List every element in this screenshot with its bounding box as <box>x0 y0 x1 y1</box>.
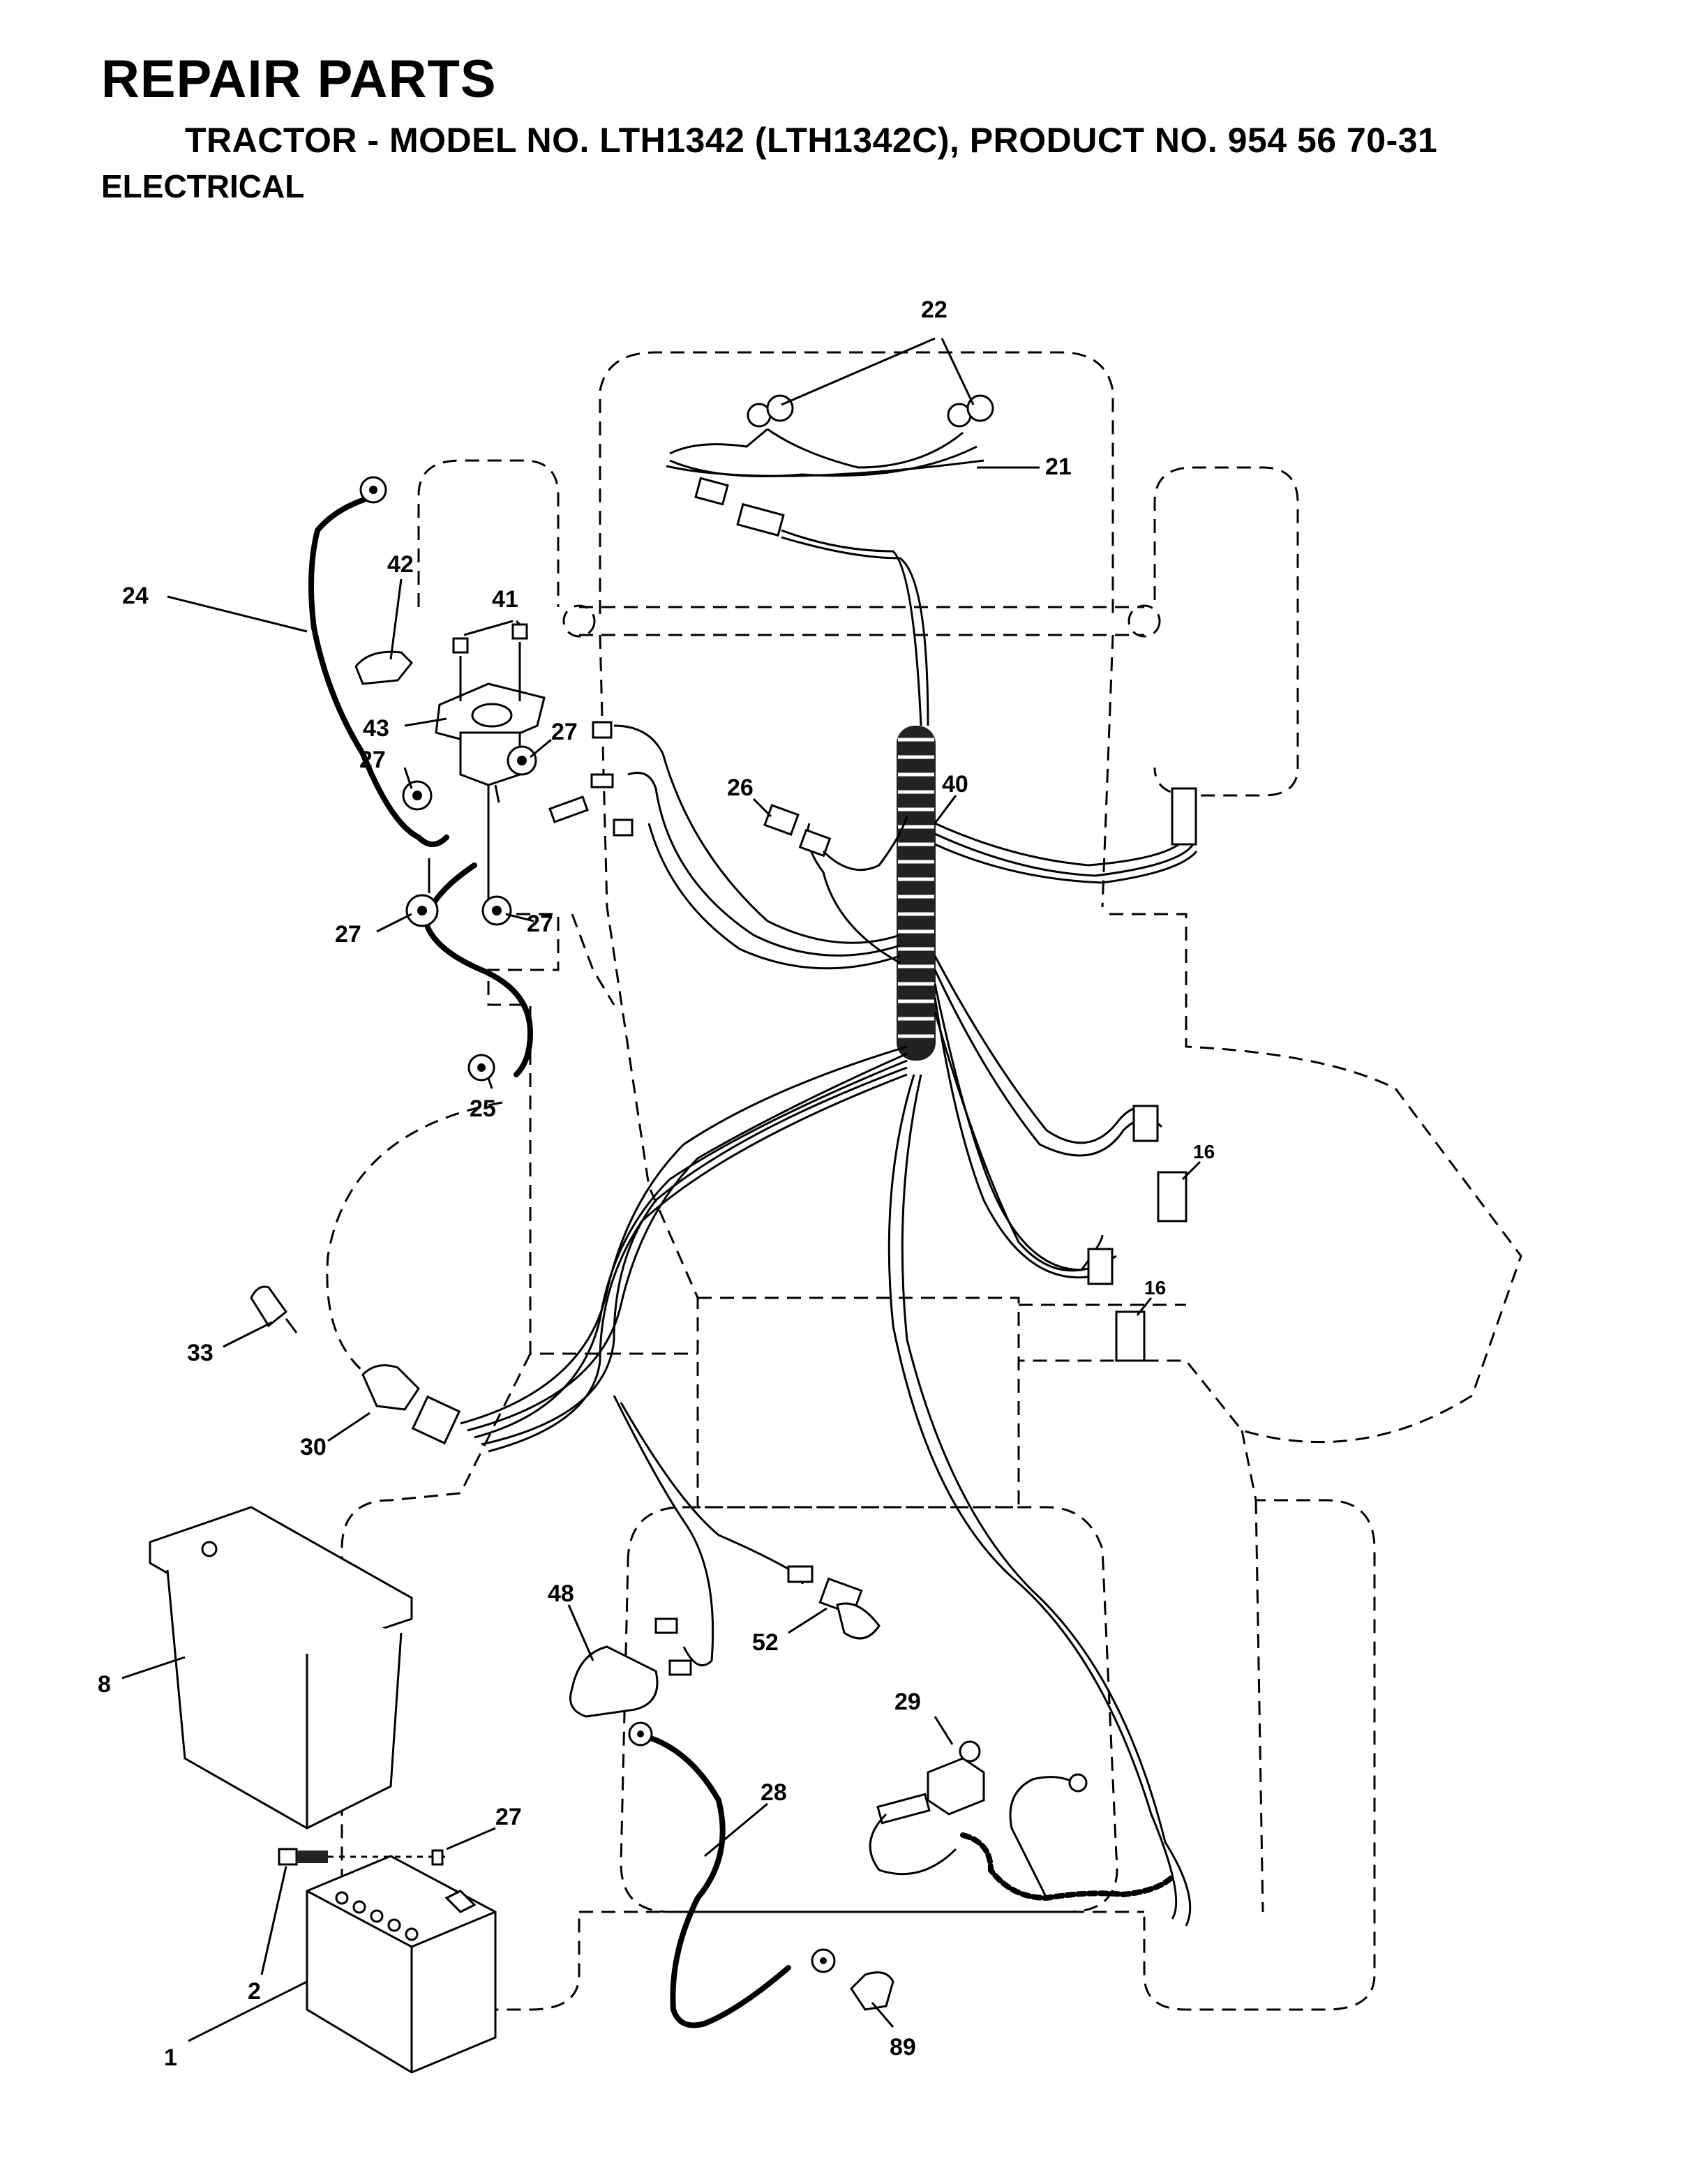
headlight-harness <box>666 337 1040 726</box>
connector-48a <box>654 1617 678 1634</box>
headlight-bulb-left-glass <box>766 394 794 422</box>
callout-28: 28 <box>761 1779 787 1806</box>
callout-52: 52 <box>752 1629 779 1656</box>
callout-43: 43 <box>363 715 389 742</box>
callout-2: 2 <box>248 1978 261 2005</box>
page-title: REPAIR PARTS <box>101 50 497 109</box>
callout-30: 30 <box>300 1434 327 1460</box>
callout-27-c: 27 <box>335 921 361 948</box>
connector-26 <box>798 828 832 858</box>
connector-48b <box>668 1659 692 1676</box>
callout-40: 40 <box>942 771 968 798</box>
interlock-switch <box>869 1716 1175 1901</box>
callout-29: 29 <box>894 1689 921 1715</box>
callout-26: 26 <box>727 775 754 801</box>
callout-42: 42 <box>387 551 414 578</box>
callout-16-a: 16 <box>1193 1141 1215 1162</box>
callout-27-a: 27 <box>359 747 386 773</box>
relay-16a <box>1157 1171 1188 1222</box>
connector-16a <box>1132 1105 1159 1142</box>
callout-27-e: 27 <box>495 1804 522 1830</box>
battery-cable <box>628 1721 894 2028</box>
callout-labels: 22 21 42 41 24 43 27 27 27 27 26 40 25 1… <box>98 297 1215 2071</box>
callout-1: 1 <box>164 2044 177 2071</box>
callout-21: 21 <box>1045 454 1072 480</box>
section-title: ELECTRICAL <box>101 168 305 204</box>
callout-89: 89 <box>890 2034 916 2061</box>
fuse-4 <box>548 795 589 823</box>
callout-25: 25 <box>470 1096 496 1122</box>
callout-22: 22 <box>921 297 947 323</box>
seat-switch-connector <box>1171 787 1197 846</box>
harness-loom <box>897 726 957 1061</box>
callout-33: 33 <box>187 1340 214 1366</box>
ignition-switch <box>223 1285 461 1445</box>
solenoid-assembly <box>167 476 634 1089</box>
tractor-outline <box>326 351 1522 2011</box>
callout-8: 8 <box>98 1671 111 1698</box>
page-subtitle: TRACTOR - MODEL NO. LTH1342 (LTH1342C), … <box>185 121 1438 160</box>
callout-41: 41 <box>492 586 518 613</box>
harness-wires <box>460 724 1198 1927</box>
callout-27-b: 27 <box>551 719 578 745</box>
battery <box>188 1827 497 2074</box>
battery-box <box>121 1506 413 1830</box>
headlight-bulb-right-glass <box>966 394 994 422</box>
misc-parts <box>567 798 1201 1718</box>
callout-27-d: 27 <box>527 911 553 937</box>
relay-16b <box>1115 1310 1146 1362</box>
fuse-holder-2 <box>590 773 614 788</box>
harness-connector-front <box>736 502 785 537</box>
connector-16b <box>1087 1248 1114 1285</box>
fuse-holder-3 <box>613 818 634 837</box>
callout-24: 24 <box>122 583 149 609</box>
callout-48: 48 <box>548 1580 574 1607</box>
callout-16-b: 16 <box>1144 1277 1166 1299</box>
connector-52 <box>787 1565 814 1583</box>
headlight-connector <box>694 477 729 506</box>
fuse-holder-1 <box>592 721 613 739</box>
fuse-26 <box>763 804 800 836</box>
